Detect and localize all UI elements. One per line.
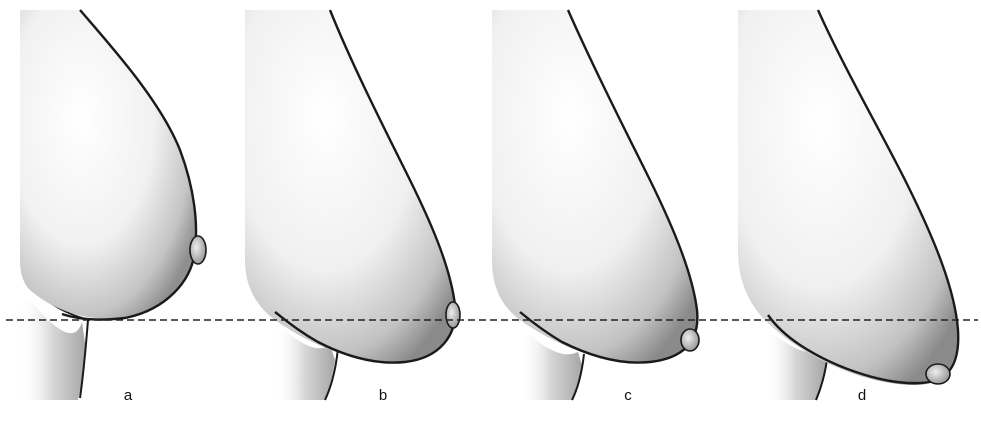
nipple-c bbox=[681, 329, 699, 351]
panel-label-b: b bbox=[379, 387, 387, 404]
breast-d bbox=[738, 10, 958, 385]
breast-c bbox=[492, 10, 697, 362]
panel-c: c bbox=[492, 10, 699, 404]
nipple-a bbox=[190, 236, 206, 264]
panel-label-c: c bbox=[624, 387, 632, 404]
panel-b: b bbox=[245, 10, 460, 404]
nipple-b bbox=[446, 302, 460, 328]
panel-label-a: a bbox=[124, 387, 133, 404]
panel-a: a bbox=[20, 10, 206, 404]
breast-a bbox=[20, 10, 196, 319]
panel-d: d bbox=[738, 10, 958, 404]
breast-b bbox=[245, 10, 455, 362]
nipple-d bbox=[926, 364, 950, 384]
panel-label-d: d bbox=[858, 387, 866, 404]
torso-a bbox=[20, 300, 86, 400]
